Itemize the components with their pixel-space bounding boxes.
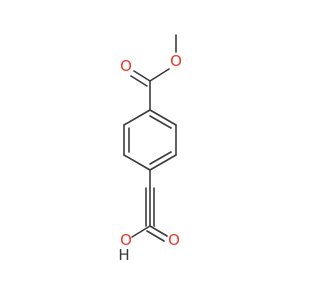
ring-inner-1 — [149, 115, 172, 129]
ring-bond-4 — [123, 154, 151, 171]
bond-o-ester-c — [149, 68, 170, 82]
atom-o-acid-hydroxyl: O — [120, 231, 132, 249]
ring-bond-3 — [149, 154, 177, 171]
atom-o-acid-carbonyl: O — [168, 231, 180, 249]
atom-o-ester-carbonyl: O — [120, 57, 132, 75]
bonds — [123, 34, 177, 242]
bond-acid-c-o-double-b — [146, 230, 165, 242]
ring-bond-6 — [123, 109, 151, 126]
bond-ester-c-o-double-a — [133, 70, 151, 82]
ring-bond-1 — [149, 109, 177, 126]
molecule-structure-diagram: O O O H O — [118, 34, 182, 264]
atom-o-ester-ether: O — [170, 52, 182, 70]
bond-acid-c-oh — [131, 225, 151, 238]
atom-h-acid: H — [118, 246, 129, 264]
bond-acid-c-o-double-a — [149, 225, 168, 237]
atom-labels: O O O H O — [118, 52, 182, 264]
bond-ester-c-o-double-b — [130, 75, 148, 87]
ring-inner-2 — [149, 151, 172, 165]
